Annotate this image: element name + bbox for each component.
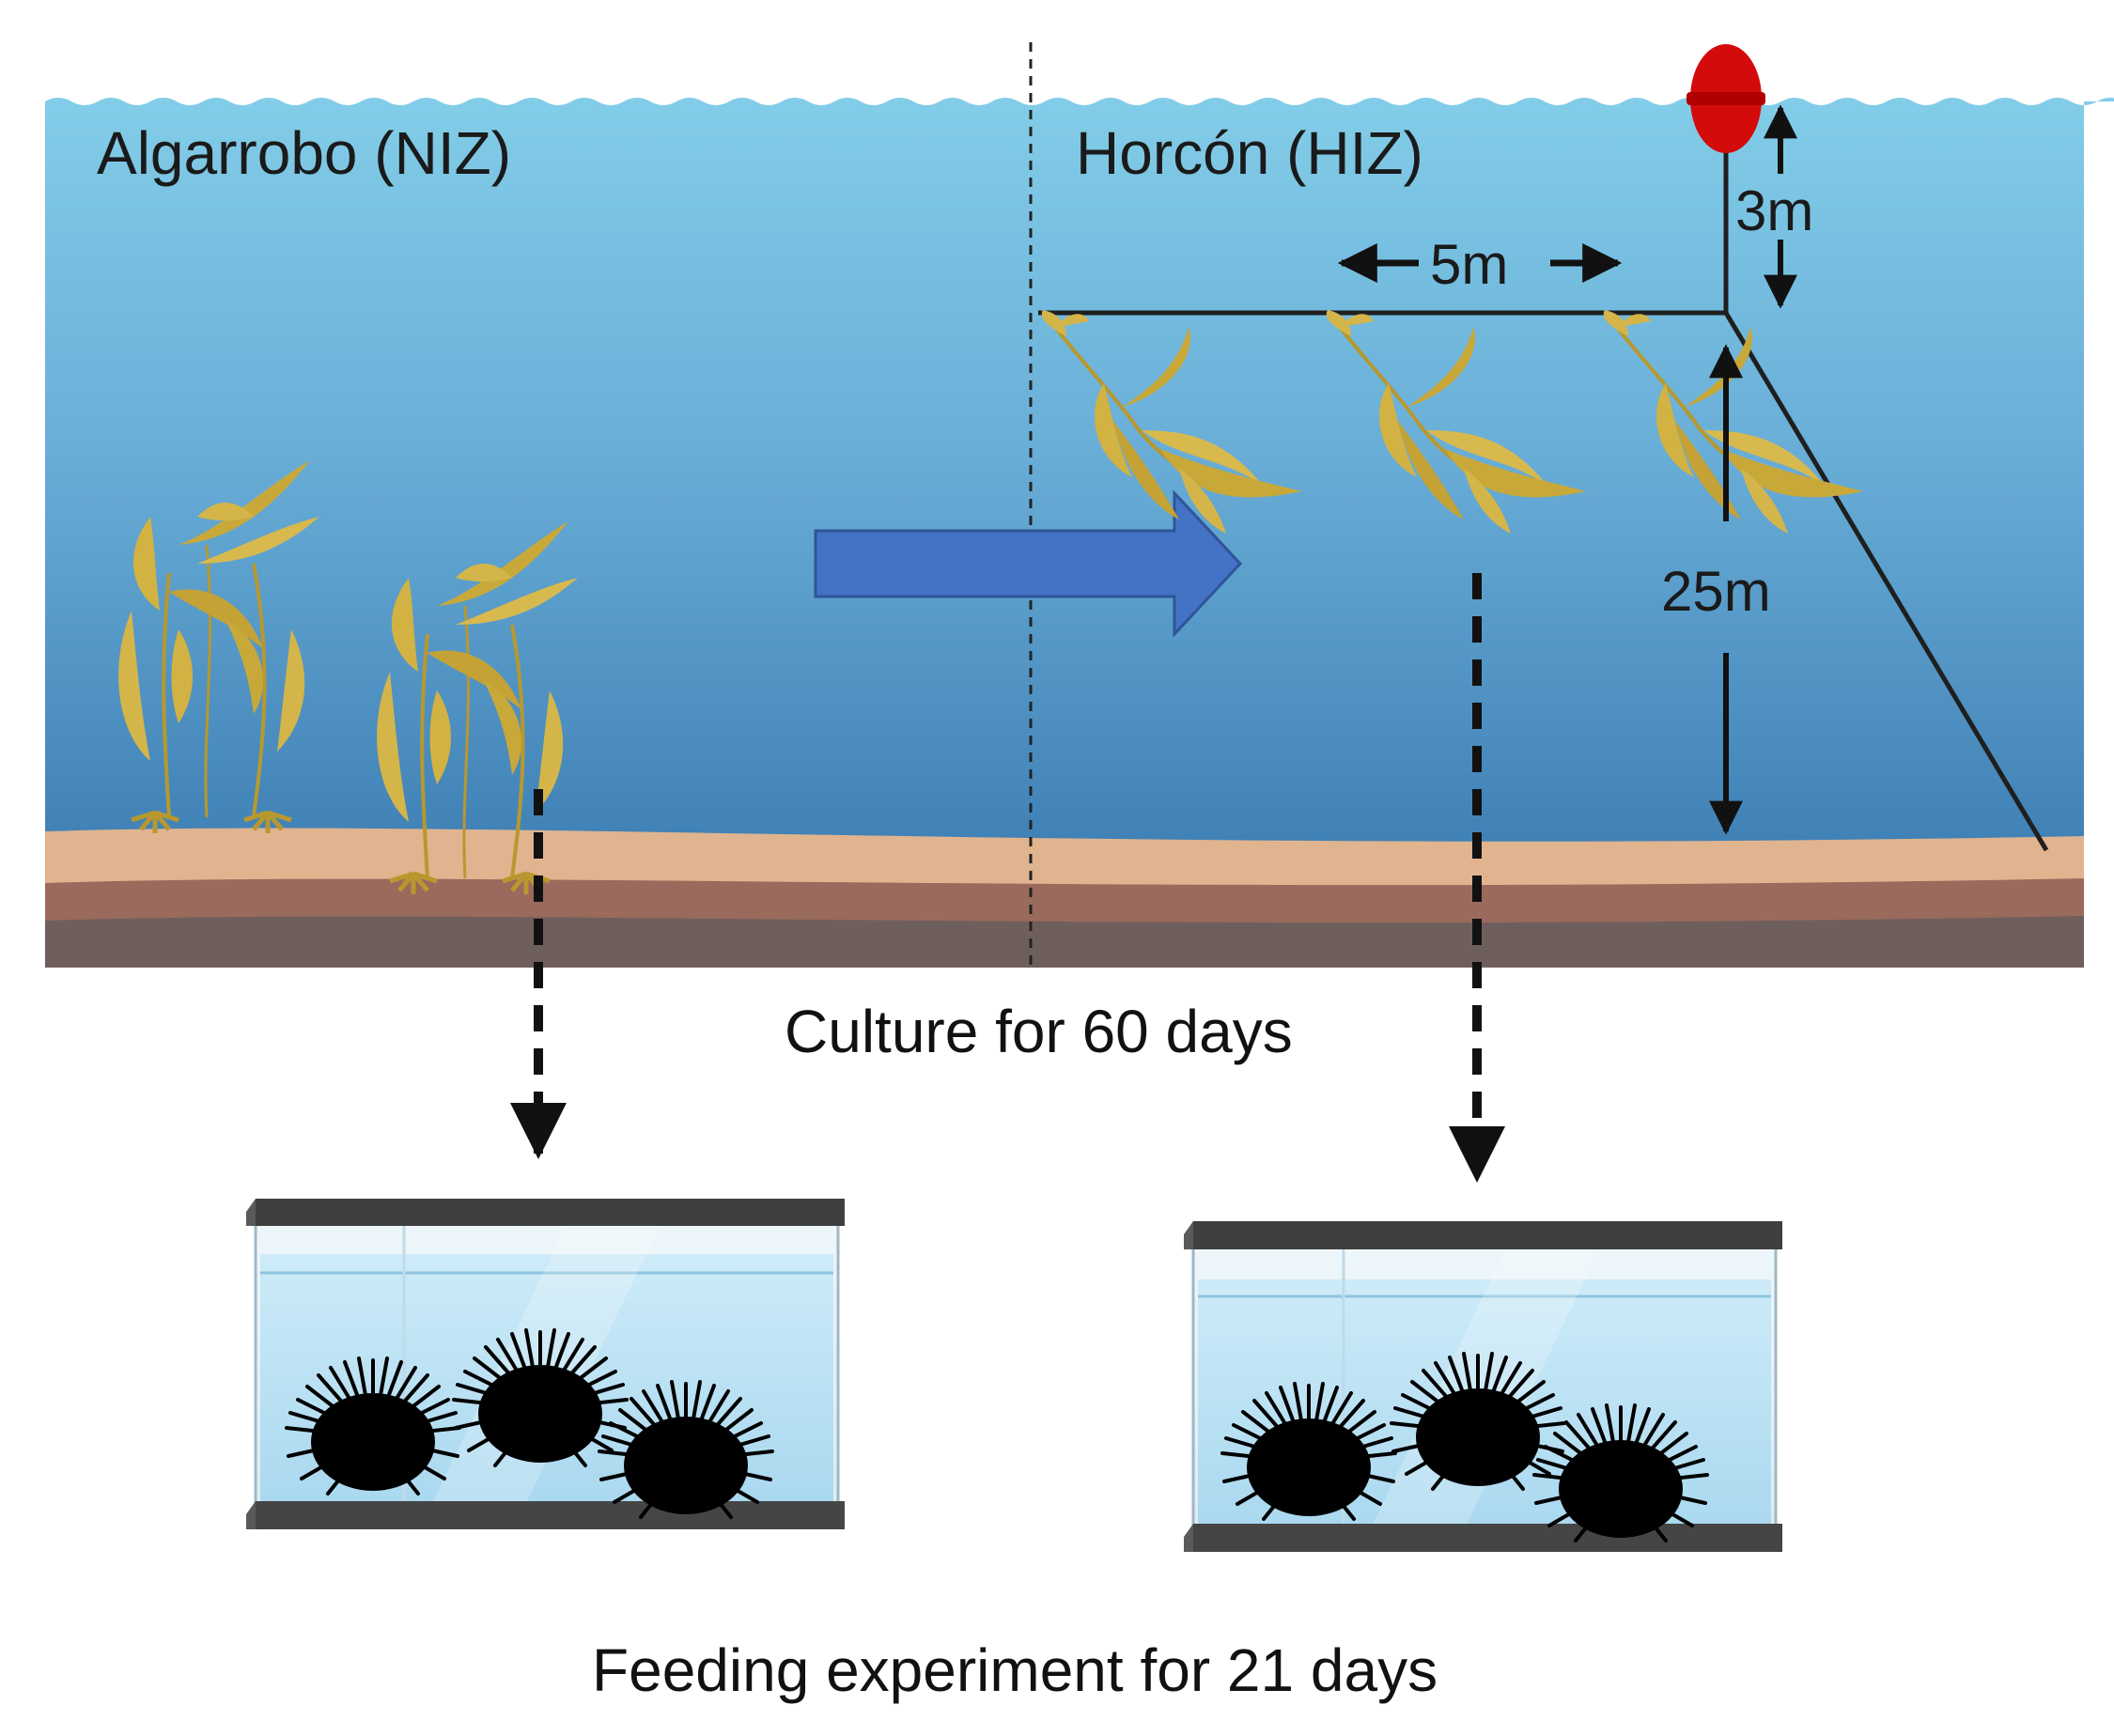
aquarium-tank-icon <box>1184 1221 1782 1552</box>
buoy-depth-label: 3m <box>1735 179 1813 242</box>
line-depth-label: 25m <box>1661 560 1771 623</box>
buoy-icon <box>1687 44 1765 153</box>
seabed-sand <box>45 828 2084 886</box>
site-label-algarrobo: Algarrobo (NIZ) <box>97 119 511 187</box>
anchor-line <box>1723 311 2049 852</box>
feeding-caption: Feeding experiment for 21 days <box>592 1636 1438 1704</box>
site-label-horcon: Horcón (HIZ) <box>1076 119 1423 187</box>
aquarium-tank-icon <box>246 1199 845 1529</box>
culture-caption: Culture for 60 days <box>785 998 1293 1065</box>
transfer-arrow-icon <box>814 489 1243 638</box>
water-body <box>45 98 2114 855</box>
sea-scene: Algarrobo (NIZ) Horcón (HIZ) 5m 3m 25 <box>45 42 2114 1183</box>
spacing-label: 5m <box>1430 233 1508 296</box>
